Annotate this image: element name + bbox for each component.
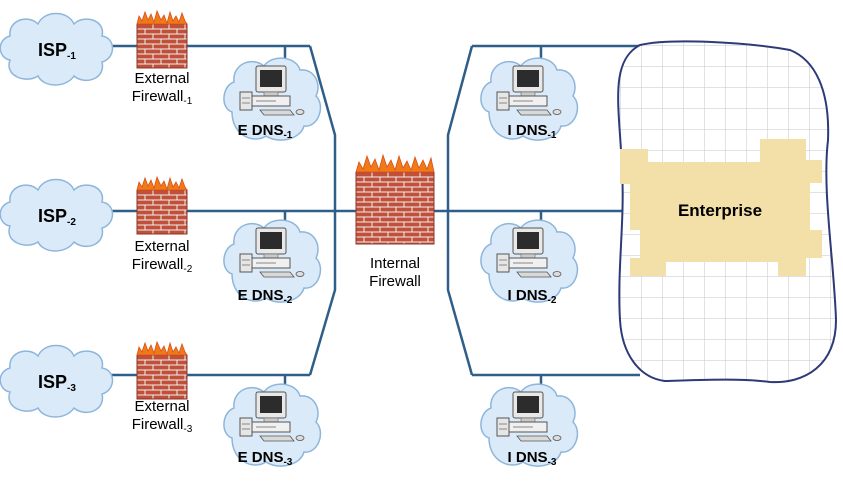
isp-3-label: ISP-3 — [38, 372, 76, 394]
external-firewall-1-icon — [136, 10, 188, 69]
internal-firewall-icon — [355, 154, 435, 245]
isp-2-label: ISP-2 — [38, 206, 76, 228]
e-dns-1-label: E DNS-1 — [237, 122, 293, 141]
external-firewall-2-icon — [136, 176, 188, 235]
external-firewall-3-label: External Firewall-3 — [131, 398, 193, 435]
e-dns-2-label: E DNS-2 — [237, 287, 293, 306]
isp-1-label: ISP-1 — [38, 40, 76, 62]
external-firewall-2-label: External Firewall-2 — [131, 238, 193, 275]
internal-firewall-label: Internal Firewall — [369, 255, 421, 290]
external-firewall-3-icon — [136, 341, 188, 400]
i-dns-2-label: I DNS-2 — [507, 287, 557, 306]
i-dns-1-label: I DNS-1 — [507, 122, 557, 141]
e-dns-3-label: E DNS-3 — [237, 449, 293, 468]
i-dns-3-label: I DNS-3 — [507, 449, 557, 468]
enterprise-area — [617, 40, 838, 384]
external-firewall-1-label: External Firewall-1 — [131, 70, 193, 107]
enterprise-building-icon — [620, 139, 822, 276]
enterprise-label: Enterprise — [677, 201, 763, 220]
